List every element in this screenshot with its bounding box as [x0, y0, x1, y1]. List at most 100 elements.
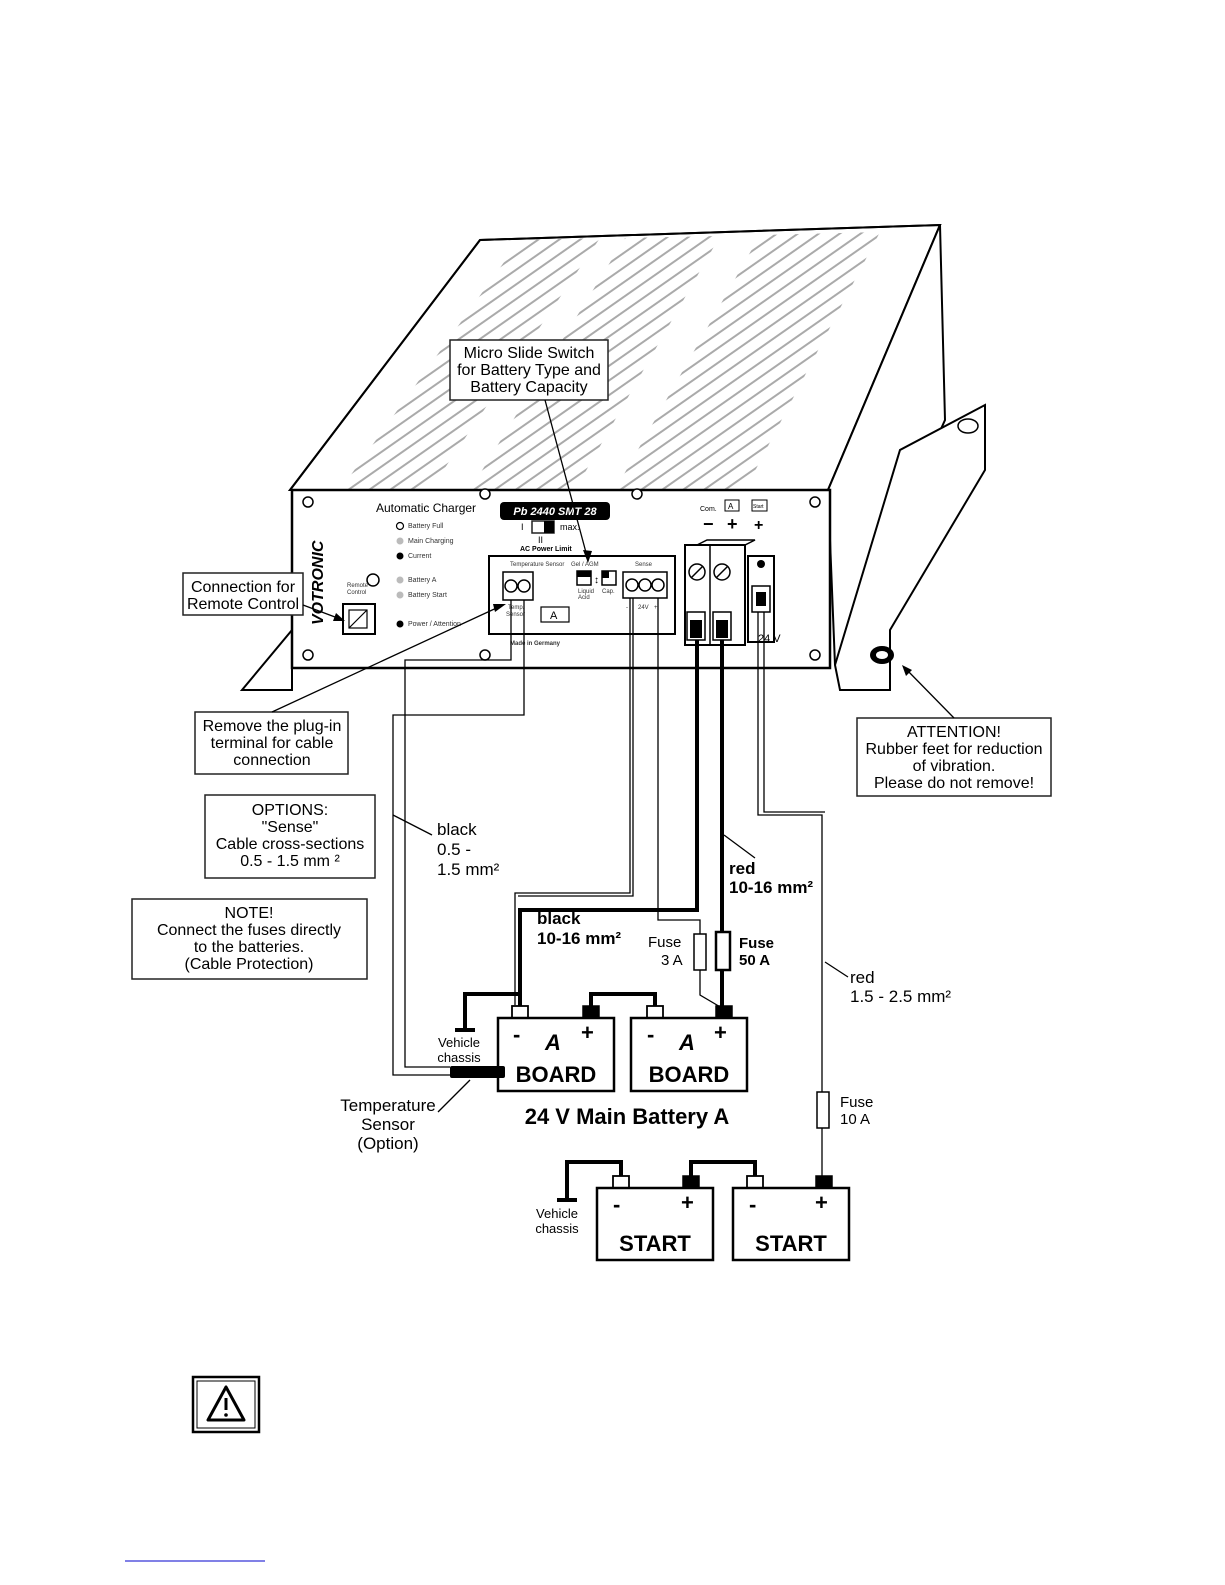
led-current — [396, 552, 404, 560]
panel-title: Automatic Charger — [376, 501, 476, 515]
plug-in-terminal-area — [488, 555, 676, 635]
callout-text: NOTE! — [225, 905, 274, 922]
made-in-label: Made in Germany — [510, 641, 561, 647]
switch-ii-label: II — [538, 535, 543, 545]
callout-text: connection — [233, 752, 310, 769]
temp-sensor-caption: Sensor — [361, 1115, 415, 1134]
wire-label: 0.5 - — [437, 840, 471, 859]
wire-label: 10-16 mm² — [729, 878, 813, 897]
mounting-foot — [239, 627, 293, 691]
start-battery-1: - + START — [595, 1175, 715, 1262]
switch-i-label: I — [521, 522, 524, 532]
callout-text: Connection for — [191, 579, 296, 596]
led-list: Battery Full Main Charging Current Batte… — [395, 521, 461, 628]
callout-text: ATTENTION! — [907, 724, 1001, 741]
callout-text: (Cable Protection) — [185, 956, 314, 973]
callout-plugin-terminal: Remove the plug-in terminal for cable co… — [194, 604, 506, 775]
battery-minus: - — [749, 1192, 756, 1217]
callout-micro-switch: Micro Slide Switch for Battery Type and … — [449, 339, 609, 563]
wire-label: 1.5 - 2.5 mm² — [850, 987, 951, 1006]
callout-attention: ATTENTION! Rubber feet for reduction of … — [856, 665, 1052, 797]
vehicle-chassis-label: Vehicle — [438, 1035, 480, 1050]
callout-text: OPTIONS: — [252, 802, 328, 819]
vehicle-chassis-label: chassis — [535, 1221, 579, 1236]
switch-max-label: max. — [560, 522, 580, 532]
fuse-3a — [693, 933, 707, 971]
led-power-attention — [396, 620, 404, 628]
callout-remote-connection: Connection for Remote Control — [182, 572, 345, 621]
led-label: Battery Start — [408, 592, 447, 599]
term-com-label: Com. — [700, 506, 717, 513]
battery-minus: - — [613, 1192, 620, 1217]
battery-plus: + — [681, 1190, 694, 1215]
wire-labels: black 0.5 - 1.5 mm² red 10-16 mm² black … — [392, 814, 951, 1128]
panel-screws — [302, 488, 821, 661]
battery-plus: + — [581, 1020, 594, 1045]
wire-label: Fuse — [648, 934, 681, 951]
sense-plus: + — [654, 605, 658, 611]
term-plus-start-symbol: + — [754, 517, 763, 534]
wire-label: black — [437, 820, 477, 839]
callout-text: Rubber feet for reduction — [866, 741, 1043, 758]
battery-a-icon — [540, 606, 570, 623]
start-terminal-block — [747, 555, 775, 643]
model-badge — [500, 502, 610, 520]
term-a-label: A — [728, 502, 734, 511]
wires — [392, 598, 825, 1202]
callout-options: OPTIONS: "Sense" Cable cross-sections 0.… — [204, 794, 376, 879]
liquid-label: Liquid — [578, 589, 594, 595]
sense-minus: - — [626, 605, 628, 611]
board-battery-2: - A + BOARD — [629, 1005, 749, 1093]
callout-text: Connect the fuses directly — [157, 922, 341, 939]
callout-text: Remote Control — [187, 596, 299, 613]
temp-sensor-sub: Temp. — [508, 605, 525, 611]
fuse-10a — [816, 1091, 830, 1129]
callout-text: terminal for cable — [211, 735, 334, 752]
battery-name: START — [619, 1231, 691, 1256]
main-battery-label: 24 V Main Battery A — [525, 1104, 730, 1129]
callout-text: Micro Slide Switch — [464, 345, 595, 362]
wire-label: red — [729, 859, 755, 878]
wire-label: 50 A — [739, 952, 770, 969]
battery-a-mark: A — [550, 610, 558, 622]
heatsink-stripe — [615, 232, 880, 490]
callout-text: Cable cross-sections — [216, 836, 365, 853]
gel-agm-label: Gel / AGM — [571, 562, 599, 568]
temp-sensor-sub: Sensor — [506, 612, 525, 618]
mounting-flange — [833, 403, 986, 691]
fuse-50a — [714, 930, 732, 972]
callout-note: NOTE! Connect the fuses directly to the … — [131, 898, 368, 980]
ac-power-limit-label: AC Power Limit — [520, 546, 572, 553]
led-battery-start — [396, 591, 404, 599]
warning-icon — [191, 1375, 261, 1434]
battery-plus: + — [815, 1190, 828, 1215]
callout-text: of vibration. — [913, 758, 996, 775]
sense-label: Sense — [635, 562, 653, 568]
vehicle-chassis-label: chassis — [437, 1050, 481, 1065]
wire-label: 10 A — [840, 1111, 870, 1128]
board-battery-1: - A + BOARD — [496, 1005, 616, 1093]
battery-name: START — [755, 1231, 827, 1256]
voltage-label: 24 V — [758, 633, 781, 645]
led-label: Power / Attention — [408, 621, 461, 628]
term-a-box — [724, 499, 740, 512]
battery-plus: + — [714, 1020, 727, 1045]
callout-text: for Battery Type and — [457, 362, 601, 379]
led-label: Battery Full — [408, 523, 444, 530]
term-plus-a-symbol: + — [727, 514, 738, 534]
vehicle-chassis-label: Vehicle — [536, 1206, 578, 1221]
led-label: Main Charging — [408, 538, 454, 545]
battery-name: BOARD — [649, 1062, 730, 1087]
wire-label: Fuse — [840, 1094, 873, 1111]
wire-label: Fuse — [739, 935, 774, 952]
battery-letter: A — [678, 1030, 695, 1055]
callout-text: "Sense" — [262, 819, 319, 836]
term-minus-symbol: − — [703, 514, 714, 534]
term-start-label: Start — [753, 504, 764, 510]
callout-text: Battery Capacity — [470, 379, 587, 396]
temp-sensor-caption: (Option) — [357, 1134, 418, 1153]
callout-text: to the batteries. — [194, 939, 304, 956]
brand-logo: VOTRONIC — [310, 540, 327, 625]
main-terminal-block — [684, 539, 756, 646]
